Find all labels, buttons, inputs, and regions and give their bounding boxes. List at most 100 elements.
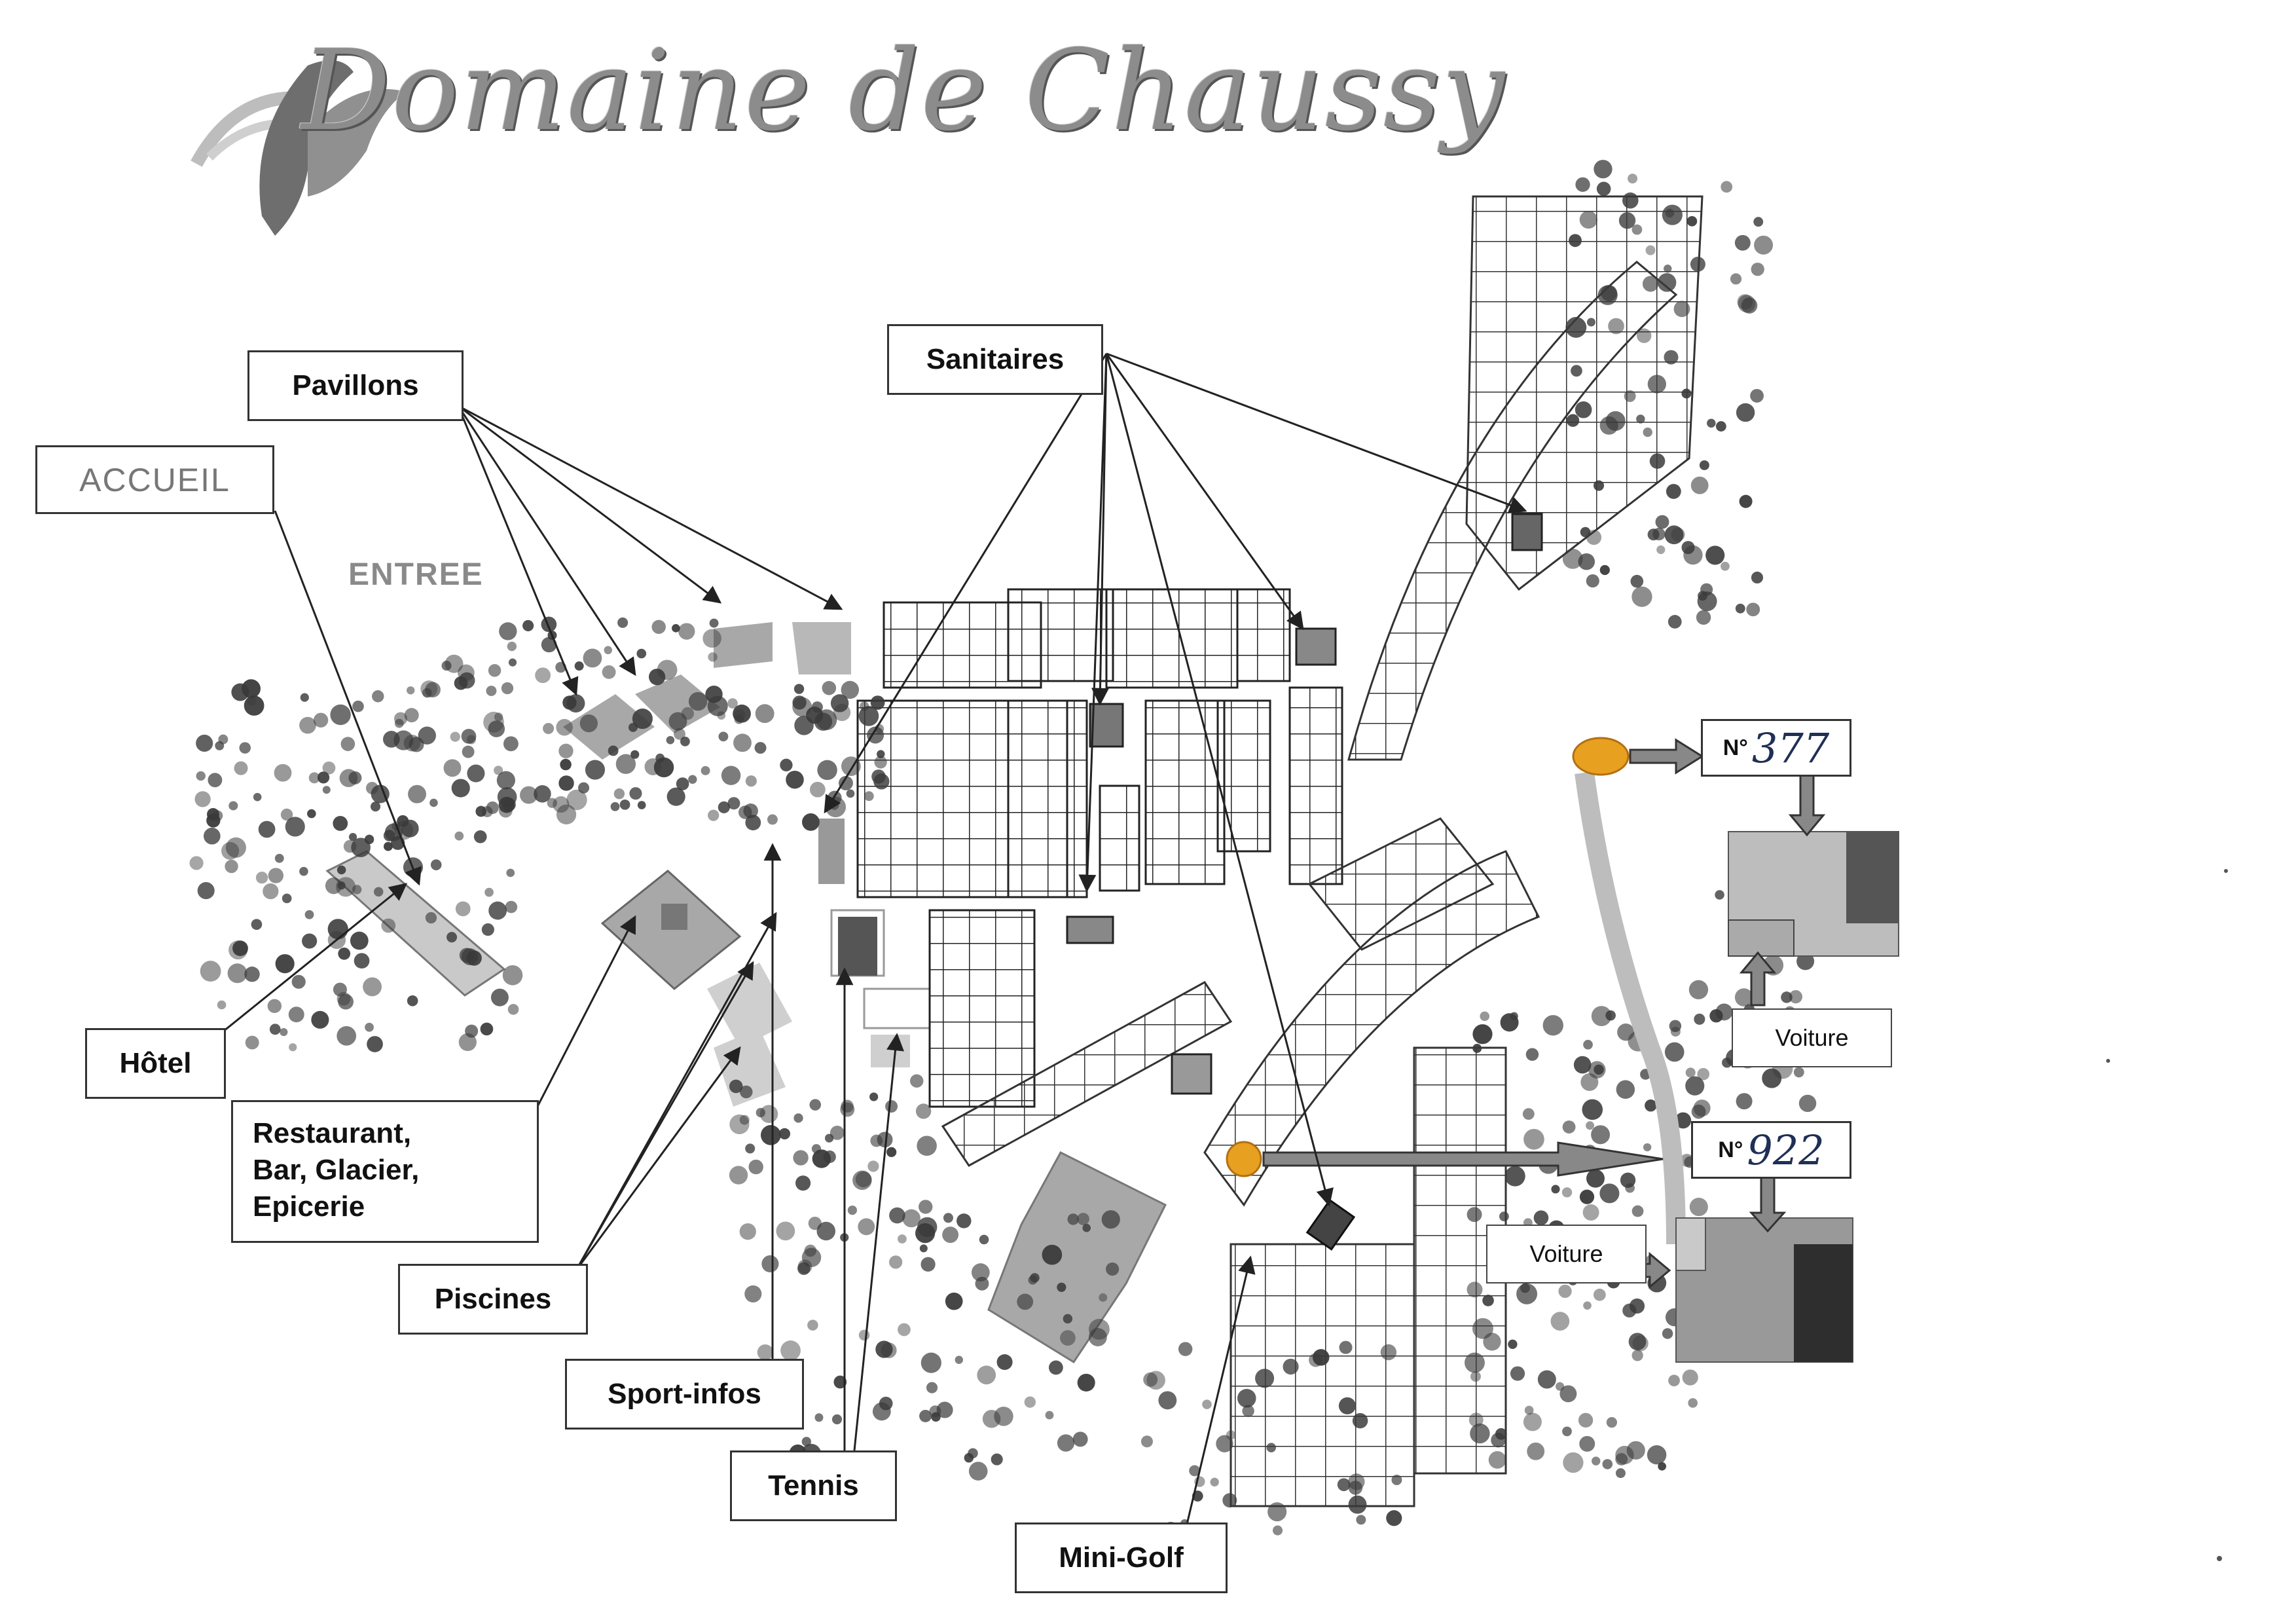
tree: [429, 798, 438, 807]
tree: [1796, 952, 1815, 970]
tree: [1721, 561, 1730, 571]
tree: [1522, 1108, 1535, 1120]
tree: [1467, 1282, 1483, 1298]
tree: [926, 1382, 938, 1393]
tree: [919, 1244, 928, 1253]
tree: [817, 760, 837, 781]
tree: [1616, 1080, 1635, 1099]
tree: [505, 900, 518, 913]
tree: [858, 1329, 870, 1341]
tree: [454, 831, 464, 841]
tree: [745, 1143, 756, 1154]
tree: [1523, 1128, 1544, 1150]
tree: [1656, 545, 1666, 555]
tree: [1189, 1465, 1201, 1477]
tree: [1680, 1154, 1694, 1167]
tree: [613, 788, 625, 800]
tree: [547, 798, 557, 808]
label-mini-golf: Mini-Golf: [1015, 1522, 1228, 1593]
tree: [1468, 1412, 1484, 1428]
label-restaurant-line2: Bar, Glacier,: [253, 1154, 420, 1186]
tree: [289, 1043, 297, 1052]
tree: [729, 1166, 748, 1185]
tree: [1736, 1093, 1753, 1110]
entrance-label: ENTREE: [348, 557, 484, 592]
tree: [1739, 494, 1753, 508]
tree: [322, 786, 331, 794]
tree: [245, 1035, 259, 1050]
tree: [1566, 414, 1580, 427]
tree: [501, 682, 514, 695]
tree: [363, 977, 382, 997]
tree: [615, 754, 636, 774]
tree: [486, 801, 499, 815]
tree: [1793, 1067, 1804, 1078]
tree: [507, 1004, 519, 1015]
leader-arrows: [202, 352, 1527, 1533]
pitch-377-prefix: N°: [1722, 735, 1748, 760]
tree: [674, 728, 685, 740]
hotel-building: [325, 850, 506, 997]
tree: [1730, 273, 1742, 285]
tree: [1565, 317, 1587, 338]
tree: [541, 637, 557, 653]
tree: [1480, 1011, 1490, 1022]
tree: [228, 801, 238, 811]
tree: [610, 802, 620, 811]
tree: [1751, 571, 1764, 584]
tree: [1178, 1342, 1193, 1356]
tree: [807, 1320, 818, 1331]
tree: [1057, 1434, 1075, 1452]
tree: [1649, 453, 1666, 469]
tree: [394, 821, 414, 840]
tree: [919, 1200, 933, 1214]
tree: [1072, 1431, 1088, 1447]
tree: [1596, 181, 1611, 196]
tree: [738, 805, 752, 819]
tree: [1642, 276, 1659, 292]
tree: [255, 872, 268, 884]
tree: [955, 1356, 963, 1364]
tree: [420, 680, 438, 698]
tree: [1575, 401, 1592, 418]
tree: [339, 769, 358, 788]
tree: [373, 887, 384, 897]
tree: [1631, 586, 1652, 607]
tree: [1210, 1477, 1219, 1486]
tree: [1380, 1344, 1397, 1361]
pitch-377-marker: [1572, 737, 1630, 776]
tree: [841, 1099, 854, 1113]
tree: [943, 1213, 953, 1223]
tree: [793, 684, 805, 694]
tree: [1707, 418, 1716, 428]
tree: [780, 758, 793, 772]
tree: [268, 868, 284, 883]
label-sport-infos: Sport-infos: [565, 1359, 804, 1430]
tree: [340, 737, 355, 751]
tree: [507, 641, 517, 652]
tree: [701, 766, 710, 775]
tree: [885, 1100, 898, 1113]
tree: [365, 1022, 374, 1032]
tree: [678, 623, 695, 640]
tree: [227, 963, 247, 984]
tree: [982, 1410, 1001, 1428]
tree: [858, 706, 879, 726]
tree: [877, 750, 885, 758]
tree: [1664, 265, 1672, 273]
tree: [1525, 1048, 1539, 1061]
label-pavillons-text: Pavillons: [292, 369, 419, 401]
tree: [234, 761, 248, 775]
tree: [498, 803, 513, 818]
tree: [307, 809, 316, 819]
tree: [1664, 350, 1679, 365]
tree: [408, 784, 426, 803]
tree: [481, 923, 494, 936]
tree: [520, 786, 538, 804]
tree: [1599, 416, 1618, 435]
tree: [488, 664, 501, 677]
tree: [311, 1010, 329, 1029]
tree: [734, 714, 744, 724]
tree: [1628, 174, 1638, 184]
tree: [1562, 1426, 1572, 1437]
